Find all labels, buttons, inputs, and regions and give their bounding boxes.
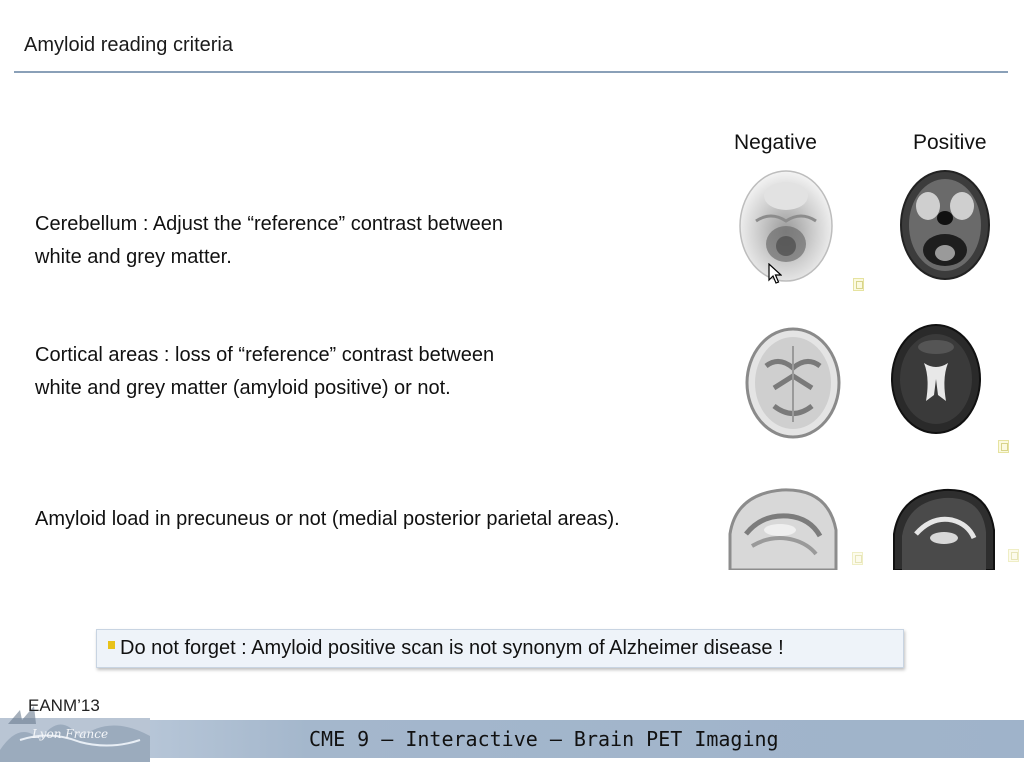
media-marker-icon[interactable]	[1008, 549, 1019, 562]
footer-band	[0, 720, 1024, 758]
eanm-logo: Lyon France	[0, 706, 150, 762]
svg-text:Lyon France: Lyon France	[31, 727, 108, 741]
note-text: Do not forget : Amyloid positive scan is…	[120, 637, 784, 659]
scan-sagittal-positive	[893, 488, 995, 570]
criterion-line: Cerebellum : Adjust the “reference” cont…	[35, 213, 504, 235]
scan-cortical-positive	[891, 324, 981, 434]
footer-subtitle: CME 9 – Interactive – Brain PET Imaging	[309, 727, 779, 751]
criterion-line: white and grey matter.	[35, 246, 232, 268]
criterion-precuneus: Amyloid load in precuneus or not (medial…	[35, 503, 620, 536]
positive-column-header: Positive	[913, 131, 987, 154]
mouse-cursor-icon	[768, 263, 782, 284]
bullet-square-icon	[108, 641, 115, 649]
criterion-line: Amyloid load in precuneus or not (medial…	[35, 508, 620, 530]
criterion-line: Cortical areas : loss of “reference” con…	[35, 344, 495, 366]
title-divider	[14, 71, 1008, 73]
scan-cerebellum-positive	[900, 170, 990, 280]
media-marker-icon[interactable]	[998, 440, 1009, 453]
media-marker-icon[interactable]	[852, 552, 863, 565]
scan-cortical-negative	[745, 327, 841, 439]
negative-column-header: Negative	[734, 131, 817, 154]
scan-sagittal-negative	[728, 488, 838, 570]
criterion-cerebellum: Cerebellum : Adjust the “reference” cont…	[35, 208, 503, 274]
note-callout: Do not forget : Amyloid positive scan is…	[96, 629, 904, 668]
criterion-line: white and grey matter (amyloid positive)…	[35, 377, 451, 399]
scan-cerebellum-negative	[739, 170, 833, 282]
eanm-logo-text: EANM’13	[28, 696, 100, 715]
slide-title: Amyloid reading criteria	[24, 34, 233, 56]
criterion-cortical: Cortical areas : loss of “reference” con…	[35, 339, 494, 405]
media-marker-icon[interactable]	[853, 278, 864, 291]
